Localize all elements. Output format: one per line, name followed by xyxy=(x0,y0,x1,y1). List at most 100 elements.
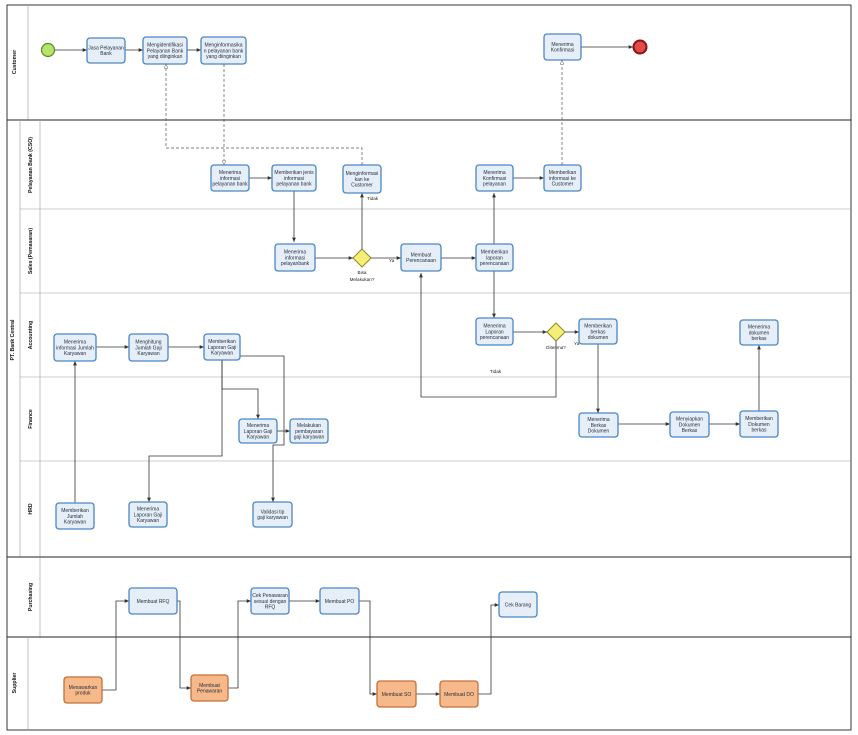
task-label: berkas xyxy=(751,427,767,433)
task-label: Jumlah xyxy=(67,514,83,520)
task-do[interactable]: Membuat DO xyxy=(439,680,479,708)
task-label: perencanaan xyxy=(480,261,509,267)
task-label: Berkas xyxy=(591,423,607,429)
task-label: Karyawan xyxy=(247,434,269,440)
task-label: informasi Jumlah xyxy=(56,345,94,351)
task-label: pembayaran xyxy=(295,429,323,435)
pool-label-purchasing: Purchasing xyxy=(28,583,34,611)
task-label: Customer xyxy=(552,181,574,187)
task-label: pelayanan bank xyxy=(212,181,248,187)
task-label: Laporan Gaji xyxy=(244,429,273,435)
task-label: Bank xyxy=(100,51,112,57)
flow-label-tidak-acc: Tidak xyxy=(490,369,502,374)
task-label: Membuat xyxy=(199,683,220,689)
task-label: Dokumen xyxy=(588,428,610,434)
task-label: Memberikan xyxy=(208,339,236,345)
task-label: Jumlah Gaji xyxy=(135,345,161,351)
task-label: Karyawan xyxy=(137,351,159,357)
task-label: kan ke xyxy=(355,177,370,183)
task-label: pelayanan bank xyxy=(276,181,312,187)
start-event[interactable] xyxy=(40,42,56,58)
task-so[interactable]: Membuat SO xyxy=(376,680,417,708)
task-label: Mengidentifikasi xyxy=(147,43,183,49)
task-label: Menerima xyxy=(247,423,269,429)
lane-label-hrd: HRD xyxy=(28,503,34,514)
lane-label-finance: Finance xyxy=(28,409,34,429)
task-label: Validasi tip xyxy=(261,510,285,516)
lane-label-accounting: Accounting xyxy=(28,321,34,350)
task-label: berkas xyxy=(590,329,606,335)
sequence-flows xyxy=(55,45,761,696)
end-event[interactable] xyxy=(632,39,648,55)
task-label: laporan xyxy=(486,255,503,261)
task-label: yang diinginkan xyxy=(148,54,183,60)
task-label: Menyiapkan xyxy=(676,417,703,423)
task-label: informasi xyxy=(285,255,305,261)
task-label: gaji karyawan xyxy=(294,434,325,440)
task-label: RFQ xyxy=(265,604,276,610)
pool-label-supplier: Supplier xyxy=(12,673,18,694)
task-label: n pelayanan bank xyxy=(204,48,244,54)
task-label: Menginformasika xyxy=(204,43,242,49)
flow-label-ya-sales: Ya xyxy=(389,258,395,263)
task-label: Konfirmasi xyxy=(551,48,575,54)
message-flows xyxy=(166,60,562,165)
task-label: dokumen xyxy=(749,330,770,336)
task-label: yang diinginkan xyxy=(206,54,241,60)
task-label: Dokumen xyxy=(679,422,701,428)
gateway-bisa-melakukan[interactable]: Bisa Melakukan? xyxy=(350,248,375,282)
task-label: Memberikan xyxy=(584,324,612,330)
task-label: Menghitung xyxy=(135,340,161,346)
task-label: Menginformasi xyxy=(346,171,379,177)
task-label: Menerima xyxy=(748,325,770,331)
task-label: pelayanbank xyxy=(281,261,310,267)
task-label: Penawaran xyxy=(197,689,223,695)
task-label: Cek Penawaran xyxy=(252,593,288,599)
task-label: Memberikan jenis xyxy=(274,170,314,176)
gateway-label-line2: Melakukan? xyxy=(350,277,375,282)
task-label: Berkas xyxy=(682,428,698,434)
lane-label-sales: Sales (Pemasaran) xyxy=(28,228,34,274)
task-label: informasi xyxy=(220,176,240,182)
task-po[interactable]: Membuat PO xyxy=(319,587,360,615)
task-label: Jasa Pelayanan xyxy=(88,46,124,52)
pool-customer: Customer xyxy=(6,4,852,121)
pool-label-customer: Customer xyxy=(12,50,18,74)
flow-label-ya-acc: Ya xyxy=(574,341,580,346)
task-label: informasi ke xyxy=(549,176,576,182)
task-label: Menawarkan xyxy=(69,685,98,691)
flow-label-tidak-cs: Tidak xyxy=(367,196,379,201)
task-label: Karyawan xyxy=(211,350,233,356)
task-cekbarang[interactable]: Cek Barang xyxy=(498,591,538,618)
task-rfq[interactable]: Membuat RFQ xyxy=(128,587,178,615)
